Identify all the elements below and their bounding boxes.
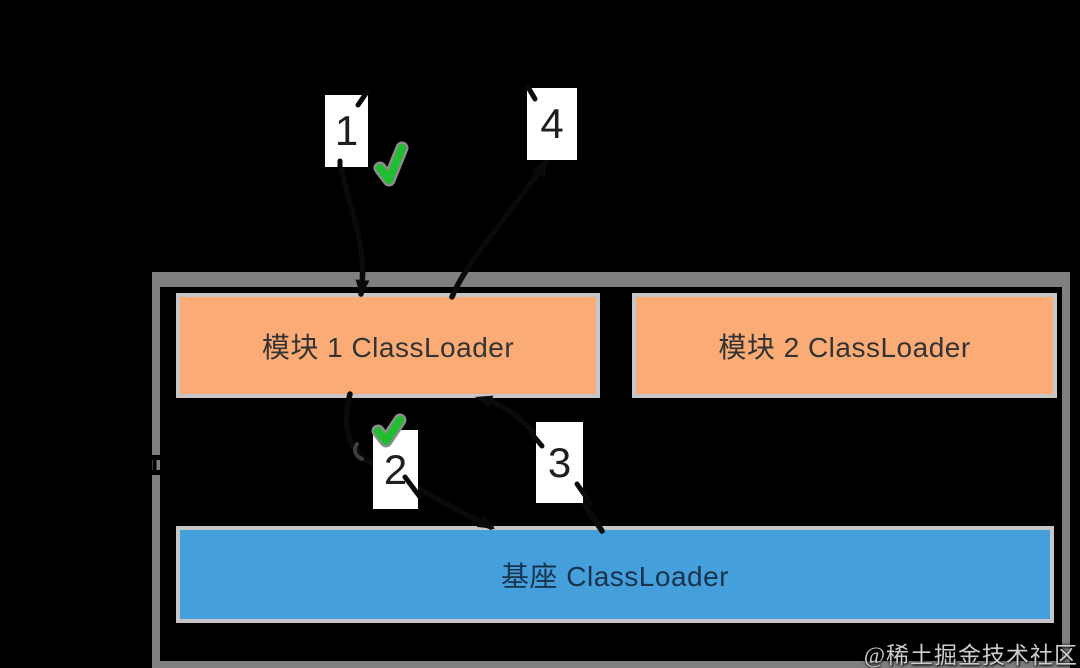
step-3-label: 3 [536, 422, 583, 503]
watermark: @稀土掘金技术社区 [863, 643, 1078, 668]
module2-classloader-label: 模块 2 ClassLoader [718, 331, 971, 363]
step-4-label: 4 [527, 88, 577, 160]
step-2-label: 2 [373, 430, 418, 509]
step-1-number: 1 [334, 107, 359, 154]
step-4-number: 4 [540, 100, 564, 147]
module1-classloader-label: 模块 1 ClassLoader [261, 331, 515, 363]
check-icon [373, 141, 409, 187]
step-3-number: 3 [547, 438, 572, 486]
base-classloader-label: 基座 ClassLoader [501, 560, 729, 592]
module2-classloader-box: 模块 2 ClassLoader [632, 293, 1057, 398]
base-classloader-box: 基座 ClassLoader [176, 526, 1054, 623]
step-1-label: 1 [325, 95, 368, 167]
check-icon [376, 144, 406, 184]
module1-classloader-box: 模块 1 ClassLoader [176, 293, 600, 398]
step-2-number: 2 [383, 445, 408, 493]
